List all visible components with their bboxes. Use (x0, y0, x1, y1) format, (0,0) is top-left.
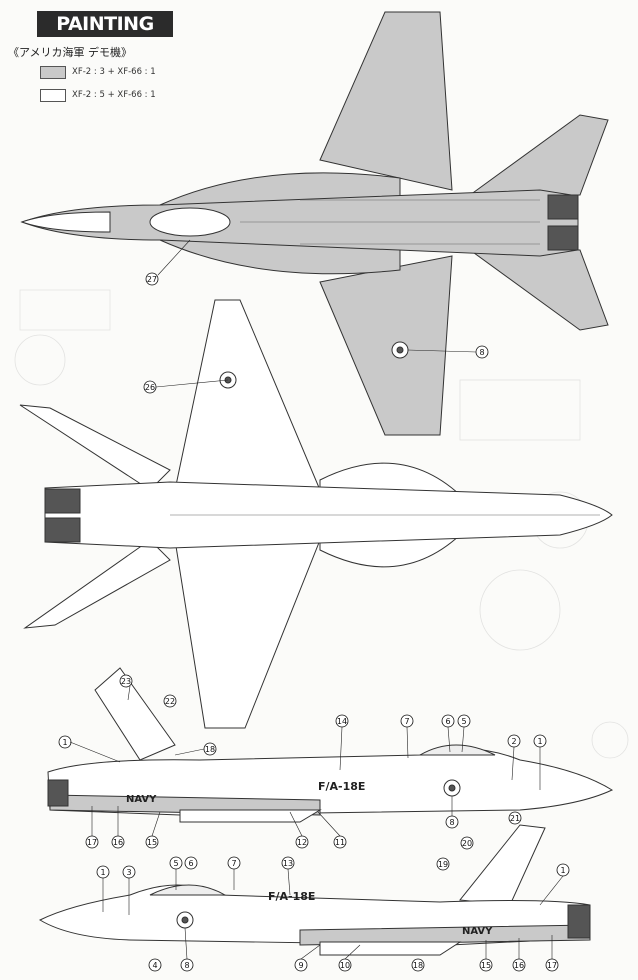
legend-swatch-white (40, 89, 66, 102)
callout-left-10: 8 (449, 818, 454, 827)
bottom-upper-stab (19, 404, 171, 491)
right-profile-canopy (149, 884, 227, 896)
callout-left-7: 5 (461, 717, 466, 726)
callout-bottom-0: 26 (145, 383, 155, 392)
callout-left-5: 7 (404, 717, 409, 726)
page-title: PAINTING (56, 13, 154, 35)
callout-left-15: 12 (297, 838, 307, 847)
callout-right-7: 1 (560, 866, 565, 875)
bottom-nozzle-lower (44, 517, 81, 543)
left-navy-mark: NAVY (126, 794, 157, 805)
left-designation-mark: F/A-18E (318, 780, 365, 793)
right-profile-tail (459, 824, 546, 906)
top-left-stab (468, 249, 609, 331)
callout-labels: 27 8 26 23 22 1 18 14 7 6 5 2 1 8 21 17 … (62, 275, 565, 970)
top-view-aircraft (20, 11, 609, 436)
right-designation-mark: F/A-18E (268, 890, 315, 903)
top-canopy (149, 207, 231, 237)
callout-left-16: 11 (335, 838, 345, 847)
callout-right-14: 15 (481, 961, 491, 970)
callout-right-15: 16 (514, 961, 524, 970)
top-fuselage (20, 189, 579, 257)
leader-lines (69, 239, 564, 960)
right-profile-aircraft (38, 824, 591, 956)
top-right-wing (319, 11, 453, 191)
callout-left-13: 16 (113, 838, 123, 847)
callout-left-1: 22 (165, 697, 175, 706)
bottom-nozzle-upper (44, 488, 81, 514)
callout-right-12: 10 (340, 961, 350, 970)
left-profile-aircraft (47, 667, 614, 823)
left-profile-tail (94, 667, 176, 761)
subtitle: 《アメリカ海軍 デモ機》 (8, 46, 132, 59)
callout-left-8: 2 (511, 737, 516, 746)
callout-left-6: 6 (445, 717, 450, 726)
legend-label-gray: XF-2 : 3 + XF-66 : 1 (72, 67, 156, 77)
callout-top-1: 8 (479, 348, 484, 357)
right-profile-underside (299, 924, 591, 946)
legend-swatch-gray (40, 66, 66, 79)
callout-right-2: 7 (231, 859, 236, 868)
callout-right-4: 20 (462, 839, 472, 848)
title-banner: PAINTING (37, 11, 173, 37)
callout-right-11: 9 (298, 961, 303, 970)
callout-left-12: 17 (87, 838, 97, 847)
callout-left-11: 21 (510, 814, 520, 823)
callout-right-9: 4 (152, 961, 157, 970)
right-navy-mark: NAVY (462, 926, 493, 937)
bottom-view-aircraft (19, 299, 613, 729)
callout-left-9: 1 (537, 737, 542, 746)
callout-right-6: 1 (100, 868, 105, 877)
callouts (58, 272, 570, 972)
bottom-lower-stab (23, 539, 171, 629)
top-nozzle-upper (547, 194, 579, 220)
callout-right-16: 17 (547, 961, 557, 970)
callout-top-0: 27 (147, 275, 157, 284)
callout-right-3: 13 (283, 859, 293, 868)
callout-left-4: 14 (337, 717, 347, 726)
callout-left-0: 23 (121, 677, 131, 686)
bottom-upper-wing (174, 299, 321, 491)
legend-label-white: XF-2 : 5 + XF-66 : 1 (72, 90, 156, 100)
callout-right-8: 3 (126, 868, 131, 877)
callout-right-5: 19 (438, 860, 448, 869)
left-profile-canopy (418, 744, 496, 756)
callout-left-14: 15 (147, 838, 157, 847)
callout-right-0: 5 (173, 859, 178, 868)
callout-right-13: 18 (413, 961, 423, 970)
callout-right-10: 8 (184, 961, 189, 970)
top-left-wing (319, 255, 453, 436)
top-nozzle-lower (547, 225, 579, 251)
bottom-lower-wing (174, 539, 321, 729)
callout-left-3: 18 (205, 745, 215, 754)
top-nose (20, 211, 111, 233)
callout-left-2: 1 (62, 738, 67, 747)
top-right-stab (468, 114, 609, 196)
callout-right-1: 6 (188, 859, 193, 868)
